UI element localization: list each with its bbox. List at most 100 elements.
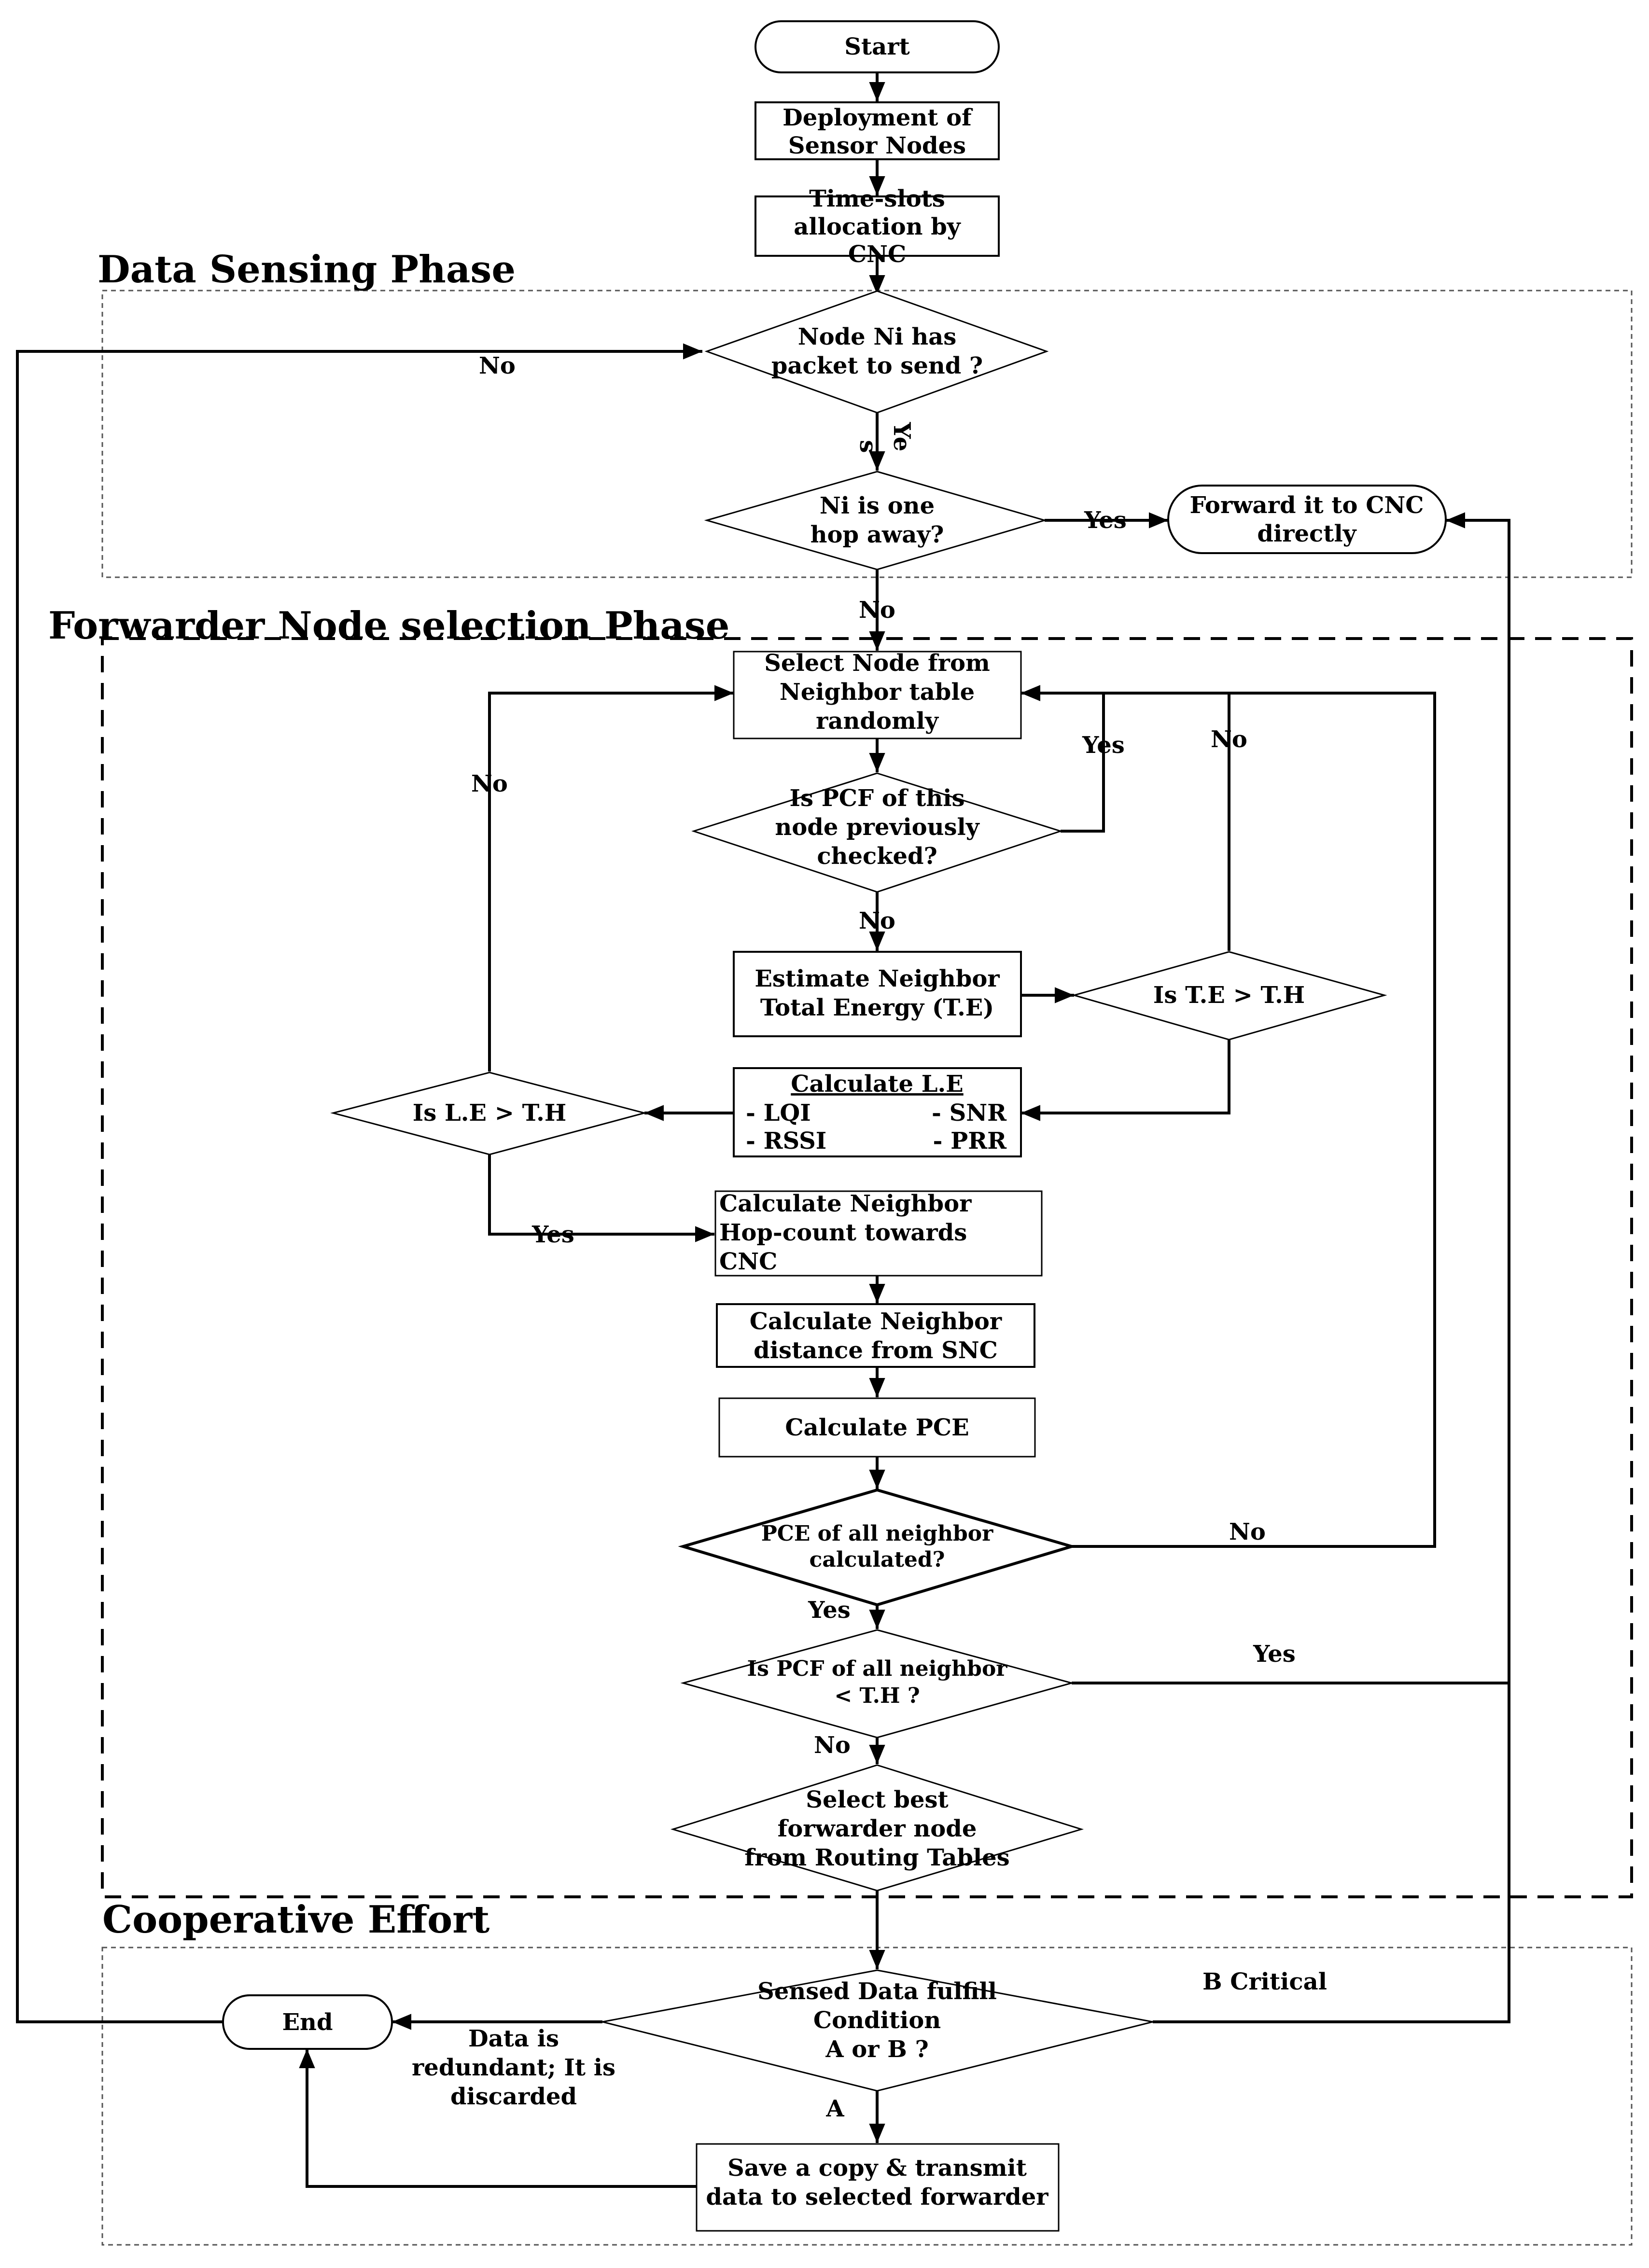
- edge-label-yes-le: Yes: [531, 1221, 574, 1248]
- edge-label-no-pcf-th: No: [814, 1732, 851, 1759]
- pce-all-diamond: [678, 1488, 1077, 1607]
- is-le-diamond: [330, 1071, 647, 1155]
- edge-iste-calcle: [1021, 1040, 1230, 1121]
- save-copy-label-1: Save a copy & transmit: [727, 2155, 1027, 2182]
- one-hop-diamond: [704, 471, 1048, 570]
- edge-label-yes-checked: Yes: [1082, 732, 1125, 759]
- edge-label-yes-packet-1: Ye: [888, 422, 915, 452]
- save-copy-box: [696, 2143, 1060, 2232]
- edge-isle-no-loop: [488, 685, 734, 1071]
- pcf-all-th-label-2: < T.H ?: [834, 1684, 920, 1708]
- pcf-checked-label-1: Is PCF of this: [790, 785, 965, 812]
- is-te-diamond: [1071, 951, 1387, 1041]
- pcf-checked-label-2: node previously: [775, 814, 980, 841]
- hop-count-label-2: Hop-count towards: [719, 1219, 967, 1246]
- timeslots-label-2: allocation by: [794, 213, 962, 240]
- edge-pcfchecked-yes-loop: [1021, 685, 1105, 833]
- pcf-all-th-diamond: [680, 1629, 1075, 1739]
- edge-label-redundant-2: redundant; It is: [412, 2054, 615, 2081]
- start-label: Start: [844, 33, 909, 60]
- forwarder-phase-region: [101, 637, 1633, 1898]
- sensed-diamond: [602, 1969, 1153, 2092]
- edge-label-yes-packet-2: s: [854, 440, 881, 453]
- edge-labels: No Ye s Yes No Yes No No No Yes No Yes Y…: [412, 352, 1327, 2122]
- estimate-te-label-1: Estimate Neighbor: [755, 965, 1000, 992]
- one-hop-label-2: hop away?: [811, 521, 944, 548]
- edge-label-redundant-1: Data is: [468, 2025, 559, 2052]
- edge-label-no-checked: No: [859, 907, 895, 934]
- save-copy-label-2: data to selected forwarder: [706, 2184, 1048, 2211]
- distance-label-1: Calculate Neighbor: [750, 1308, 1002, 1335]
- hop-count-box: [714, 1190, 1043, 1277]
- estimate-te-label-2: Total Energy (T.E): [760, 994, 994, 1021]
- has-packet-label-2: packet to send ?: [771, 352, 983, 379]
- connectors: [16, 72, 1510, 2188]
- edge-save-end: [299, 2049, 697, 2188]
- pce-all-label-2: calculated?: [810, 1547, 945, 1572]
- edge-label-b-critical: B Critical: [1202, 1968, 1327, 1995]
- start-terminal: [755, 20, 1000, 73]
- calc-le-box: [733, 1067, 1022, 1157]
- one-hop-label-1: Ni is one: [820, 492, 935, 519]
- distance-box: [716, 1303, 1035, 1368]
- edge-end-no-loop: [16, 343, 702, 2023]
- calc-le-item-prr: - PRR: [933, 1127, 1007, 1155]
- edge-isle-yes-hop: [488, 1155, 714, 1242]
- estimate-te-box: [733, 951, 1022, 1037]
- edge-sensed-bcritical: [1153, 1683, 1510, 2023]
- node-labels: Start Deployment of Sensor Nodes Time-sl…: [282, 33, 1424, 2211]
- calc-le-item-rssi: - RSSI: [746, 1127, 826, 1155]
- sensing-phase-region: [101, 290, 1633, 578]
- edge-pceall-no-loop: [1021, 685, 1436, 1548]
- edge-label-no-pce: No: [1229, 1518, 1266, 1545]
- select-best-label-1: Select best: [806, 1786, 948, 1813]
- edge-label-redundant-3: discarded: [450, 2083, 577, 2110]
- edge-label-no-le: No: [471, 770, 508, 797]
- deploy-box: [755, 101, 1000, 160]
- deploy-label-1: Deployment of: [783, 104, 973, 131]
- sensing-phase-title: Data Sensing Phase: [98, 248, 516, 292]
- edge-label-no-packet: No: [479, 352, 516, 379]
- hop-count-label-3: CNC: [719, 1248, 777, 1275]
- edge-label-yes-pcf-th: Yes: [1253, 1641, 1296, 1668]
- deploy-label-2: Sensor Nodes: [788, 132, 966, 159]
- cooperative-phase-region: [101, 1947, 1633, 2246]
- has-packet-diamond: [704, 290, 1049, 414]
- pce-all-label-1: PCE of all neighbor: [761, 1521, 993, 1546]
- timeslots-box: [755, 195, 1000, 257]
- edge-pcfth-yes-forward: [1072, 512, 1510, 1684]
- end-terminal: [222, 1994, 393, 2050]
- hop-count-label-1: Calculate Neighbor: [719, 1190, 972, 1217]
- select-best-label-2: forwarder node: [778, 1815, 977, 1842]
- calc-pce-box: [718, 1397, 1036, 1458]
- select-node-label-1: Select Node from: [764, 650, 990, 677]
- has-packet-label-1: Node Ni has: [798, 323, 957, 350]
- edge-label-a: A: [825, 2095, 844, 2122]
- edge-label-yes-one-hop: Yes: [1084, 507, 1127, 534]
- pcf-checked-label-3: checked?: [817, 843, 937, 870]
- calc-le-item-lqi: - LQI: [746, 1099, 811, 1127]
- is-te-label: Is T.E > T.H: [1153, 982, 1305, 1009]
- calc-le-title: Calculate L.E: [791, 1071, 963, 1098]
- timeslots-label-3: CNC: [848, 241, 906, 268]
- end-label: End: [282, 2009, 333, 2036]
- select-node-label-3: randomly: [816, 708, 939, 735]
- select-best-label-3: from Routing Tables: [744, 1844, 1009, 1871]
- sensed-label-3: A or B ?: [825, 2036, 928, 2063]
- forward-cnc-terminal: [1167, 485, 1447, 554]
- forward-cnc-label-2: directly: [1257, 520, 1357, 547]
- select-node-box: [733, 651, 1022, 739]
- shapes: [222, 20, 1447, 2232]
- edge-label-no-te: No: [1211, 726, 1247, 753]
- edge-iste-no-loop: [1021, 685, 1230, 951]
- distance-label-2: distance from SNC: [754, 1337, 998, 1364]
- pcf-checked-diamond: [691, 772, 1063, 893]
- forwarder-phase-title: Forwarder Node selection Phase: [48, 604, 729, 648]
- select-node-label-2: Neighbor table: [780, 679, 975, 706]
- edge-label-yes-pce: Yes: [808, 1597, 851, 1624]
- sensed-label-1: Sensed Data fulfill: [757, 1978, 997, 2005]
- timeslots-label-1: Time-slots: [809, 185, 945, 212]
- calc-pce-label: Calculate PCE: [785, 1414, 969, 1441]
- calc-le-item-snr: - SNR: [932, 1099, 1007, 1127]
